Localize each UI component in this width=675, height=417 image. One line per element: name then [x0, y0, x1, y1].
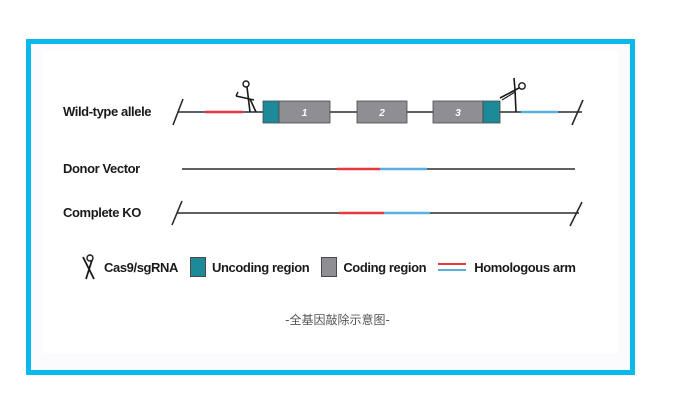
- row-label-wild-type-allele: Wild-type allele: [63, 104, 152, 119]
- exon-1-label: 1: [302, 108, 308, 119]
- wild-type-allele-track: 1 2 3: [172, 77, 584, 126]
- right-break-mark: [571, 99, 584, 126]
- legend-label: Uncoding region: [212, 259, 310, 275]
- exon-2-label: 2: [378, 108, 385, 119]
- uncoding-region-3p: [482, 100, 501, 124]
- legend-label: Homologous arm: [474, 259, 576, 275]
- legend-item-cas9: Cas9/sgRNA: [80, 253, 178, 281]
- uncoding-region-5p: [262, 100, 280, 124]
- coding-swatch: [321, 257, 338, 277]
- exon-1: [278, 100, 331, 124]
- legend-label: Cas9/sgRNA: [104, 259, 179, 275]
- legend-item-coding: Coding region: [321, 257, 427, 277]
- legend-item-uncoding: Uncoding region: [190, 257, 310, 277]
- figure-frame: [26, 39, 635, 375]
- legend: Cas9/sgRNA Uncoding region Coding region…: [80, 254, 588, 280]
- legend-label: Coding region: [343, 259, 427, 275]
- row-label-donor-vector: Donor Vector: [63, 161, 140, 176]
- exon-2: [356, 100, 408, 124]
- figure-panel: [43, 51, 618, 353]
- legend-item-homologous-arm: Homologous arm: [438, 259, 576, 275]
- row-label-complete-ko: Complete KO: [63, 205, 141, 220]
- right-break-mark: [569, 201, 583, 227]
- figure-caption: -全基因敲除示意图-: [285, 313, 390, 327]
- exon-3-label: 3: [455, 108, 461, 119]
- uncoding-swatch: [190, 257, 207, 277]
- scissors-icon: [499, 77, 526, 113]
- scissors-icon: [82, 254, 95, 280]
- scissors-icon: [235, 80, 257, 113]
- homologous-arm-swatch: [438, 263, 467, 271]
- complete-ko-track: [171, 200, 583, 227]
